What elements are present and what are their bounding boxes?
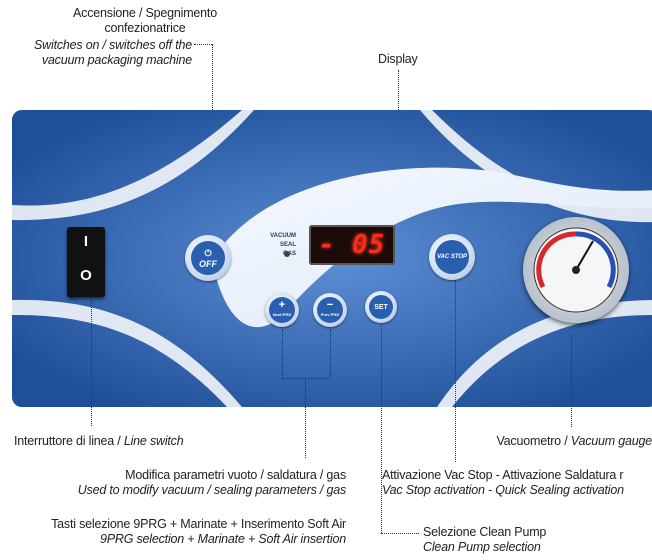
gauge-en: Vacuum gauge bbox=[570, 434, 652, 448]
display-screen: - 05 bbox=[309, 225, 395, 265]
line-switch-en: Line switch bbox=[123, 434, 184, 448]
clean-pump-leader-h bbox=[381, 533, 419, 534]
params-leader-down bbox=[305, 378, 306, 458]
power-leader-h bbox=[194, 44, 212, 45]
select-keys-callout: Tasti selezione 9PRG + Marinate + Inseri… bbox=[20, 517, 346, 547]
line-switch-callout: Interruttore di linea / Line switch bbox=[14, 434, 184, 449]
clean-pump-it: Selezione Clean Pump bbox=[423, 525, 547, 539]
params-it: Modifica parametri vuoto / saldatura / g… bbox=[125, 468, 346, 482]
plus-sub: Next PRG bbox=[272, 312, 292, 317]
switch-on-label: I bbox=[83, 233, 89, 250]
power-icon: ⏻ bbox=[204, 247, 212, 258]
set-button[interactable]: SET bbox=[365, 291, 397, 323]
clean-pump-callout: Selezione Clean Pump Clean Pump selectio… bbox=[423, 525, 546, 555]
power-button[interactable]: ⏻ OFF bbox=[185, 235, 231, 281]
display-value: - 05 bbox=[318, 230, 386, 260]
indicator-gas: GAS bbox=[256, 250, 296, 259]
gauge-it: Vacuometro / bbox=[496, 434, 571, 448]
power-button-label: OFF bbox=[199, 258, 217, 269]
clean-pump-leader-v bbox=[381, 326, 382, 533]
power-en-1: Switches on / switches off the bbox=[34, 38, 192, 52]
line-switch[interactable]: I O bbox=[67, 227, 105, 297]
line-switch-leader bbox=[91, 300, 92, 426]
plus-label: + bbox=[278, 299, 286, 311]
indicator-vacuum: VACUUM bbox=[270, 233, 296, 239]
vacuum-gauge bbox=[523, 217, 629, 323]
line-switch-it: Interruttore di linea / bbox=[14, 434, 124, 448]
params-leader-a bbox=[282, 330, 283, 378]
vacstop-button[interactable]: VAC STOP bbox=[429, 234, 475, 280]
params-leader-h bbox=[282, 378, 330, 379]
minus-label: − bbox=[326, 299, 334, 311]
indicator-seal: SEAL bbox=[279, 242, 296, 248]
gauge-leader bbox=[571, 335, 572, 427]
switch-off-label: O bbox=[80, 267, 92, 284]
power-title-1: Accensione / Spegnimento bbox=[73, 6, 217, 20]
params-callout: Modifica parametri vuoto / saldatura / g… bbox=[40, 468, 347, 498]
vacstop-leader bbox=[455, 280, 456, 462]
vacstop-label: VAC STOP bbox=[436, 254, 468, 260]
clean-pump-en: Clean Pump selection bbox=[423, 540, 541, 554]
minus-sub: Prev PRG bbox=[320, 312, 340, 317]
params-leader-b bbox=[330, 330, 331, 378]
plus-button[interactable]: + Next PRG bbox=[265, 293, 299, 327]
power-callout-en: Switches on / switches off the vacuum pa… bbox=[20, 38, 192, 68]
gauge-callout: Vacuometro / Vacuum gauge bbox=[450, 434, 652, 449]
params-en: Used to modify vacuum / sealing paramete… bbox=[77, 483, 347, 497]
set-label: SET bbox=[374, 303, 388, 311]
indicator-list: VACUUM SEAL GAS bbox=[256, 232, 296, 259]
vacstop-en: Vac Stop activation - Quick Sealing acti… bbox=[382, 483, 624, 497]
power-title-2: confezionatrice bbox=[104, 21, 186, 35]
power-en-2: vacuum packaging machine bbox=[41, 53, 192, 67]
select-keys-en: 9PRG selection + Marinate + Soft Air ins… bbox=[99, 532, 346, 546]
gas-led-icon bbox=[284, 251, 290, 257]
vacstop-callout: Attivazione Vac Stop - Attivazione Salda… bbox=[382, 468, 652, 498]
minus-button[interactable]: − Prev PRG bbox=[313, 293, 347, 327]
display-callout: Display bbox=[378, 52, 418, 66]
gauge-dial-icon bbox=[533, 227, 619, 313]
vacstop-it: Attivazione Vac Stop - Attivazione Salda… bbox=[382, 468, 624, 482]
power-callout: Accensione / Spegnimento confezionatrice bbox=[45, 6, 245, 36]
select-keys-it: Tasti selezione 9PRG + Marinate + Inseri… bbox=[51, 517, 346, 531]
control-panel: I O ⏻ OFF VACUUM SEAL GAS - 05 VAC STOP … bbox=[12, 110, 652, 407]
